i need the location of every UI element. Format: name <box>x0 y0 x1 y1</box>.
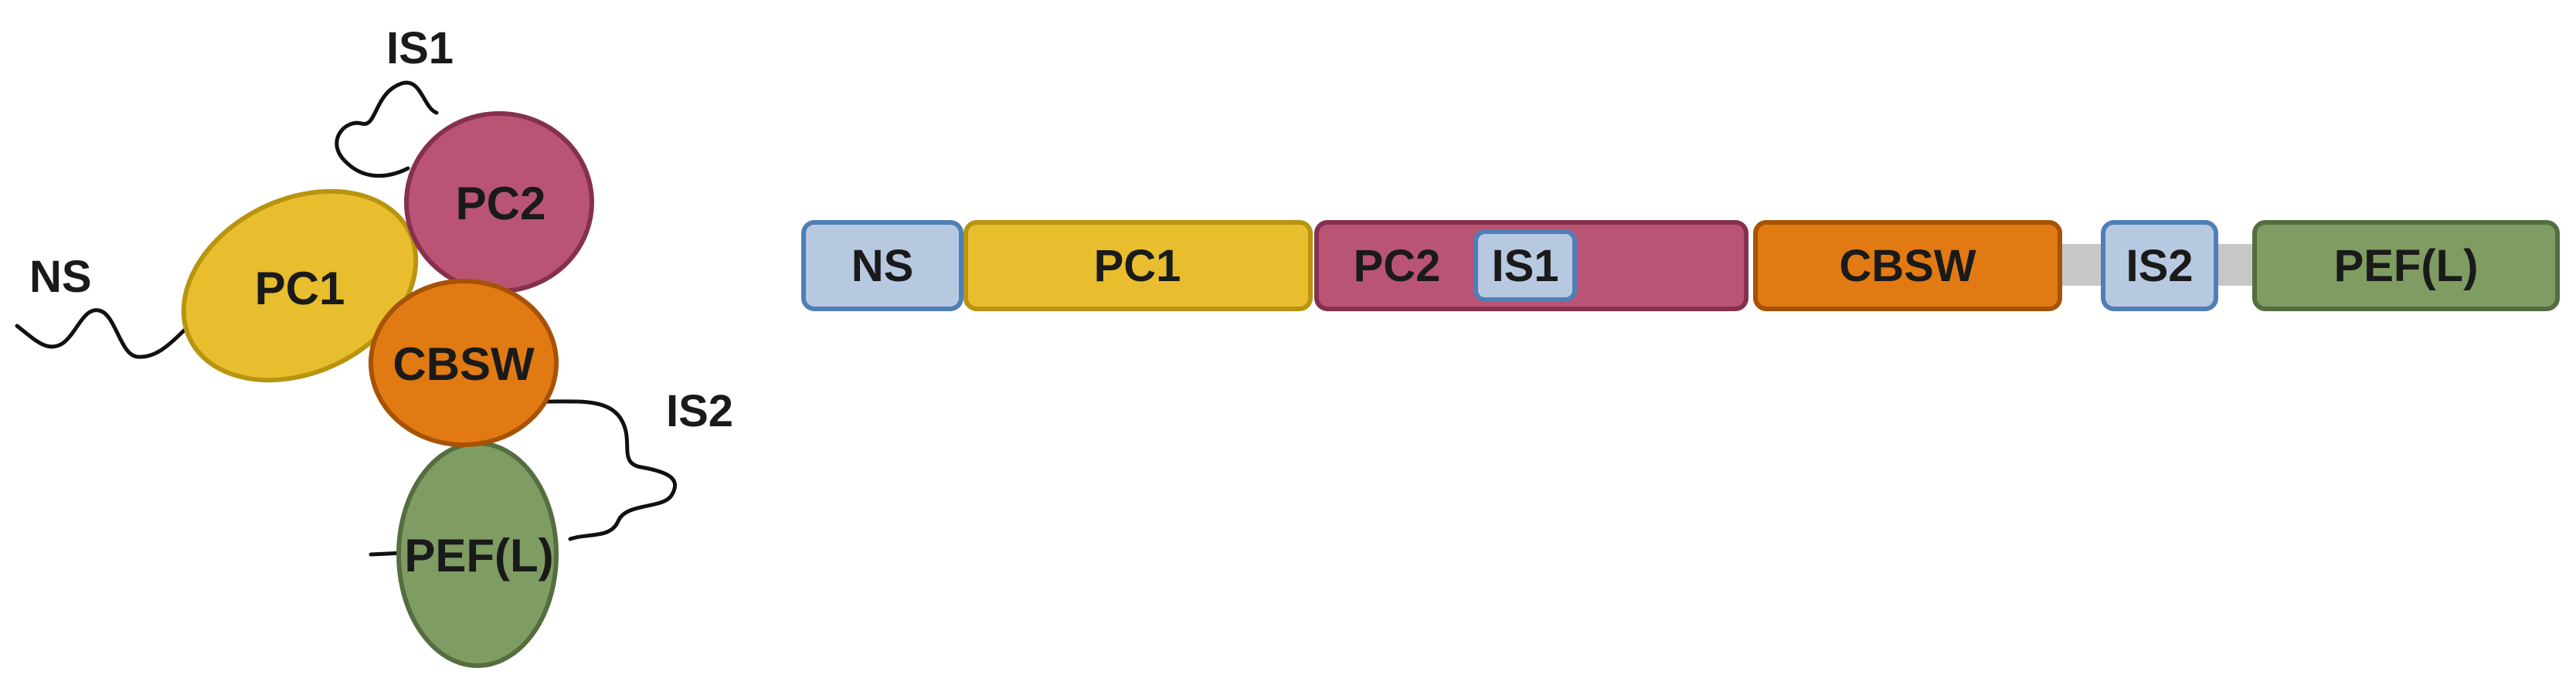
cbsw-label: CBSW <box>393 338 535 390</box>
bar-is2-label: IS2 <box>2126 241 2193 291</box>
ns-tail <box>15 308 186 359</box>
bar-is1 <box>1473 229 1577 302</box>
linker-cbsw-is2 <box>2058 244 2106 286</box>
structure-schematic: NS IS1 IS2 PC1 PC2 CBSW PEF(L) <box>15 23 733 668</box>
is1-loop <box>335 80 439 178</box>
bar-cbsw <box>1753 220 2062 311</box>
bar-pc2-label: PC2 <box>1354 241 1441 291</box>
is1-label: IS1 <box>386 23 454 73</box>
linker-is2-pef <box>2213 244 2258 286</box>
pef-label: PEF(L) <box>404 530 553 581</box>
domain-bar: NS PC1 PC2 IS1 CBSW IS2 PEF(L) <box>801 220 2560 311</box>
bar-is1-label: IS1 <box>1491 241 1558 291</box>
bar-pc1-label: PC1 <box>1094 241 1181 291</box>
pc1-label: PC1 <box>255 263 345 314</box>
pc2-label: PC2 <box>456 178 546 229</box>
is2-loop <box>545 399 678 541</box>
bar-ns <box>801 220 963 311</box>
cbsw-domain <box>369 279 559 447</box>
bar-pef <box>2252 220 2560 311</box>
bar-pef-label: PEF(L) <box>2334 241 2479 291</box>
bar-ns-label: NS <box>851 241 914 291</box>
bar-cbsw-label: CBSW <box>1839 241 1976 291</box>
ns-label: NS <box>29 252 92 302</box>
bar-pc1 <box>963 220 1313 311</box>
is2-label: IS2 <box>666 386 733 436</box>
bar-is2 <box>2101 220 2218 311</box>
